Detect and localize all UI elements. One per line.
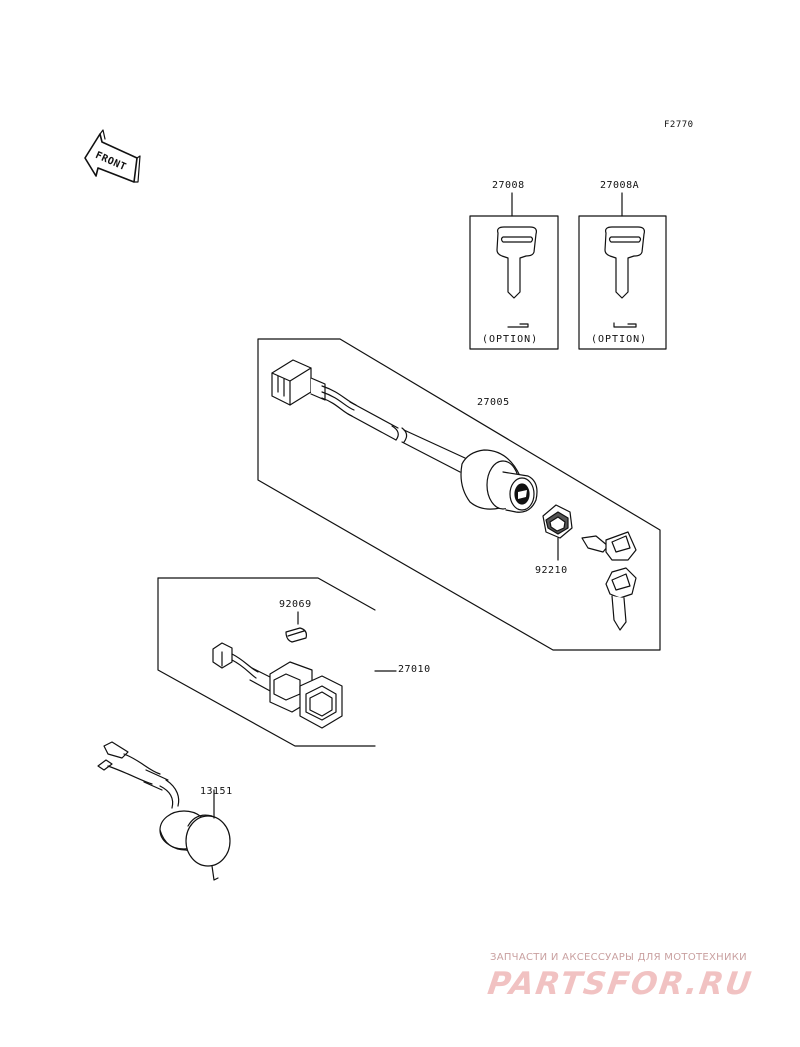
figure-code: F2770 — [664, 120, 694, 130]
key-box-27008 — [469, 192, 559, 350]
buzzer-13151 — [97, 741, 231, 881]
part-number-27010[interactable]: 27010 — [398, 664, 431, 675]
nut-92210 — [542, 504, 573, 561]
ignition-keys — [581, 531, 637, 631]
front-arrow-icon — [84, 129, 141, 183]
ignition-switch-frame — [257, 338, 661, 651]
part-number-92069[interactable]: 92069 — [279, 599, 312, 610]
watermark-logo: PARTSFOR.RU — [485, 966, 756, 1002]
watermark-tagline: ЗАПЧАСТИ И АКСЕССУАРЫ ДЛЯ МОТОТЕХНИКИ — [490, 952, 747, 963]
ignition-switch-body — [460, 449, 538, 513]
switch-27010 — [212, 642, 343, 729]
part-number-13151[interactable]: 13151 — [200, 786, 233, 797]
bulb-92069 — [285, 611, 307, 643]
key-box-27008A — [578, 192, 667, 350]
part-number-27005[interactable]: 27005 — [477, 397, 510, 408]
option-label-27008: (OPTION) — [482, 334, 539, 345]
switch-frame-27010 — [157, 577, 397, 747]
option-label-27008A: (OPTION) — [591, 334, 648, 345]
part-number-27008A[interactable]: 27008A — [600, 180, 640, 191]
part-number-92210[interactable]: 92210 — [535, 565, 568, 576]
part-number-27008[interactable]: 27008 — [492, 180, 525, 191]
connector-27005 — [271, 359, 466, 473]
